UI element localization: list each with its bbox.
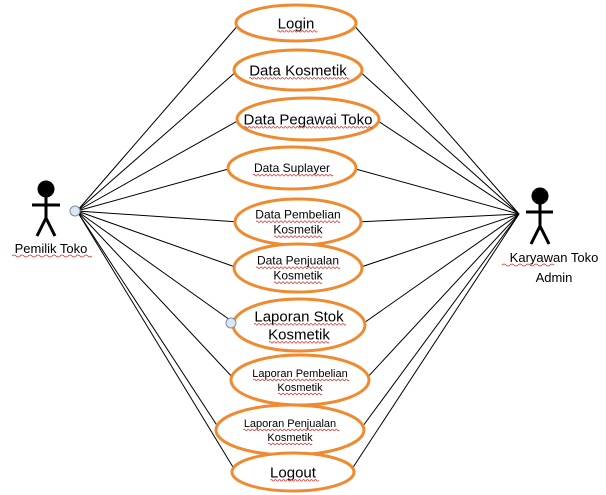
spellcheck-underline xyxy=(248,77,350,80)
association-line-right xyxy=(364,213,520,381)
stick-figure-icon xyxy=(526,187,553,245)
association-line-left xyxy=(76,210,236,381)
association-line-right xyxy=(357,69,520,215)
use-case-label: Laporan Penjualan xyxy=(244,418,336,430)
connector-handle[interactable] xyxy=(69,205,81,217)
actor-left-leg xyxy=(35,217,48,237)
association-line-right xyxy=(360,213,520,326)
spellcheck-underline xyxy=(277,392,323,396)
spellcheck-underline xyxy=(11,254,93,258)
association-line-left xyxy=(76,210,238,326)
spellcheck-underline xyxy=(242,428,340,432)
actor-right-leg xyxy=(538,225,551,245)
association-line-right xyxy=(374,118,520,215)
actor-head xyxy=(531,187,549,205)
spellcheck-underline xyxy=(276,30,318,33)
spellcheck-underline xyxy=(501,263,555,267)
use-case-ellipse xyxy=(235,96,381,142)
use-case-ellipse xyxy=(229,353,371,407)
association-line-left xyxy=(76,118,242,212)
use-case-label: Data Suplayer xyxy=(254,161,330,175)
connector-handle[interactable] xyxy=(225,317,237,329)
use-case-ellipse xyxy=(230,451,356,493)
use-case-ellipse xyxy=(214,403,366,457)
spellcheck-underline xyxy=(253,323,347,326)
stick-figure-icon xyxy=(32,180,60,237)
association-line-left xyxy=(76,22,241,212)
association-line-left xyxy=(76,69,239,212)
use-case-label: Data Penjualan xyxy=(257,254,339,268)
spellcheck-underline xyxy=(273,281,323,284)
use-case-ellipse xyxy=(234,3,358,43)
actor-right-role: Admin xyxy=(536,270,573,285)
use-case-label: Login xyxy=(278,15,315,32)
spellcheck-underline xyxy=(267,442,313,446)
actor-left-leg xyxy=(529,225,542,245)
association-lines xyxy=(76,22,520,473)
spellcheck-underline xyxy=(252,174,334,177)
spellcheck-underline xyxy=(268,341,330,344)
association-line-left xyxy=(76,210,221,431)
use-case-ellipse xyxy=(232,48,364,92)
use-case-login[interactable]: Login xyxy=(234,3,358,43)
spellcheck-underline xyxy=(255,266,341,269)
association-line-right xyxy=(349,213,520,473)
spellcheck-underline xyxy=(270,479,319,482)
association-line-right xyxy=(357,213,520,269)
use-case-label: Laporan Pembelian xyxy=(252,368,347,380)
actor-right-leg xyxy=(44,217,57,237)
use-case-label: Kosmetik xyxy=(268,326,330,343)
use-case-label: Kosmetik xyxy=(277,382,323,394)
actor-head xyxy=(37,180,55,198)
use-case-ellipse xyxy=(226,145,358,191)
use-case-label: Kosmetik xyxy=(267,432,313,444)
use-case-label: Data Kosmetik xyxy=(249,62,347,79)
use-case-data-kosmetik[interactable]: Data Kosmetik xyxy=(232,48,364,92)
association-line-left xyxy=(76,210,240,223)
use-case-data-pegawai-toko[interactable]: Data Pegawai Toko xyxy=(235,96,381,142)
actor-pemilik-toko[interactable]: Pemilik Toko xyxy=(11,180,93,258)
association-line-right xyxy=(351,22,520,215)
association-line-right xyxy=(356,213,520,223)
use-case-label: Logout xyxy=(270,464,317,481)
spellcheck-underline xyxy=(243,126,373,129)
use-case-logout[interactable]: Logout xyxy=(230,451,356,493)
spellcheck-underline xyxy=(255,220,341,223)
use-case-label: Kosmetik xyxy=(273,223,323,237)
association-line-left xyxy=(76,210,239,269)
connector-dots xyxy=(69,205,237,329)
actor-karyawan-toko[interactable]: Karyawan Toko Admin xyxy=(501,187,599,285)
use-case-label: Data Pegawai Toko xyxy=(244,111,373,128)
association-line-right xyxy=(351,167,520,215)
association-line-left xyxy=(76,167,233,212)
association-line-left xyxy=(76,210,237,473)
use-case-label: Data Pembelian xyxy=(255,208,340,222)
association-line-right xyxy=(359,213,520,431)
use-case-data-suplayer[interactable]: Data Suplayer xyxy=(226,145,358,191)
use-case-label: Laporan Stok xyxy=(254,308,344,325)
spellcheck-underline xyxy=(252,378,350,382)
actor-right-name: Karyawan Toko xyxy=(510,250,599,265)
actor-left-name: Pemilik Toko xyxy=(15,241,88,256)
spellcheck-underline xyxy=(273,235,323,238)
use-case-label: Kosmetik xyxy=(273,269,323,283)
